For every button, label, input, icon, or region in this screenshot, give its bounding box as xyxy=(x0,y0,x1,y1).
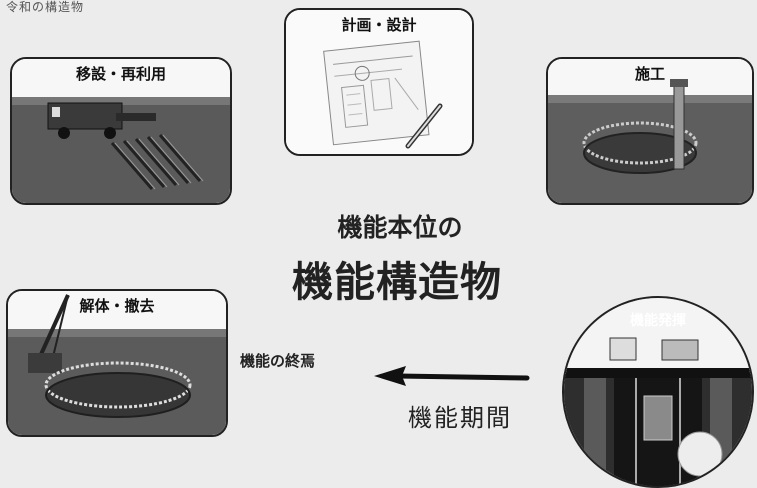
period-arrow xyxy=(374,366,530,386)
panel-function: 機能発揮 xyxy=(562,296,754,488)
dismantling-site-illustration xyxy=(8,291,226,435)
panel-plan-label: 計画・設計 xyxy=(341,16,417,34)
panel-construct: 施工 xyxy=(546,57,754,205)
panel-relocate-label: 移設・再利用 xyxy=(75,65,166,83)
end-label: 機能の終焉 xyxy=(240,352,316,370)
panel-dismantle-label: 解体・撤去 xyxy=(79,297,155,315)
construction-site-illustration xyxy=(548,59,752,203)
truck-and-sheet-piles-illustration xyxy=(12,59,230,203)
period-label: 機能期間 xyxy=(408,404,512,432)
panel-relocate: 移設・再利用 xyxy=(10,57,232,205)
plan-drawing-illustration xyxy=(286,10,472,154)
panel-function-label: 機能発揮 xyxy=(630,313,686,329)
center-title: 機能構造物 xyxy=(292,258,502,306)
panel-dismantle: 解体・撤去 xyxy=(6,289,228,437)
corner-text: 令和の構造物 xyxy=(6,0,85,14)
panel-plan: 計画・設計 xyxy=(284,8,474,156)
underground-shaft-illustration xyxy=(564,298,752,486)
center-subtitle: 機能本位の xyxy=(337,213,463,242)
panel-construct-label: 施工 xyxy=(634,65,665,83)
